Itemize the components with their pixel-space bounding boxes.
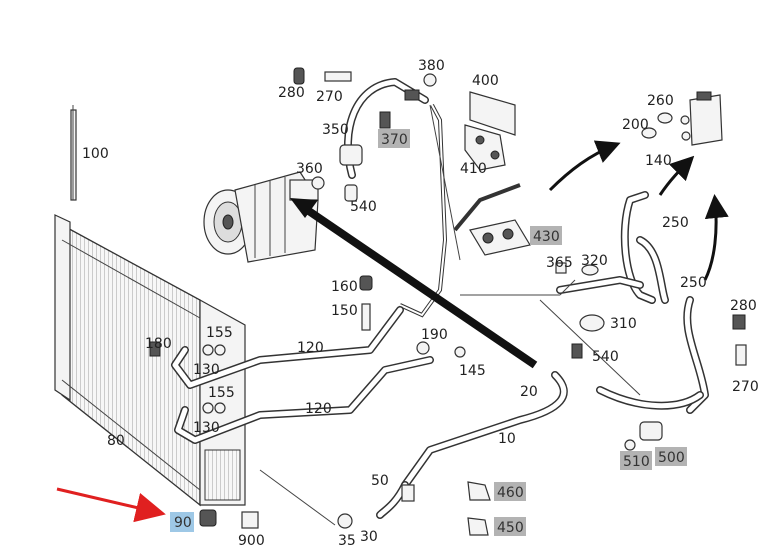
expansion-valve	[641, 91, 723, 146]
label-410: 410	[460, 161, 487, 177]
part-labels: 380 400 280 270 100 350 370 410 360 540 …	[82, 58, 759, 547]
label-50: 50	[371, 473, 389, 489]
label-180: 180	[145, 336, 172, 352]
label-270-top: 270	[316, 89, 343, 105]
rod-part	[70, 105, 77, 201]
label-130-lower: 130	[193, 420, 220, 436]
label-510: 510	[623, 454, 650, 470]
label-150: 150	[331, 303, 358, 319]
label-120-upper: 120	[297, 340, 324, 356]
highlight-box-500	[655, 447, 687, 466]
label-140: 140	[645, 153, 672, 169]
label-100: 100	[82, 146, 109, 162]
label-160: 160	[331, 279, 358, 295]
label-90: 90	[174, 515, 192, 531]
label-280-right: 280	[730, 298, 757, 314]
label-155-upper: 155	[206, 325, 233, 341]
highlight-box-90	[170, 512, 194, 532]
label-10: 10	[498, 431, 516, 447]
block-430	[469, 219, 531, 256]
condenser	[54, 214, 246, 507]
highlight-box-460	[494, 482, 526, 501]
label-360: 360	[296, 161, 323, 177]
label-365: 365	[546, 255, 573, 271]
label-900: 900	[238, 533, 265, 547]
suction-hose-350	[339, 78, 429, 179]
label-370: 370	[381, 132, 408, 148]
label-400: 400	[472, 73, 499, 89]
compressor	[203, 171, 325, 263]
label-380: 380	[418, 58, 445, 74]
label-190: 190	[421, 327, 448, 343]
highlight-box-370	[378, 129, 410, 148]
label-270-right: 270	[732, 379, 759, 395]
label-500: 500	[658, 450, 685, 466]
label-280-top: 280	[278, 85, 305, 101]
label-250-right: 250	[680, 275, 707, 291]
label-430: 430	[533, 229, 560, 245]
red-pointer-arrow	[56, 487, 166, 523]
label-155-lower: 155	[208, 385, 235, 401]
small-parts	[149, 67, 747, 536]
highlight-box-430	[530, 226, 562, 245]
label-540-mid: 540	[592, 349, 619, 365]
label-200: 200	[622, 117, 649, 133]
label-130-upper: 130	[193, 362, 220, 378]
label-460: 460	[497, 485, 524, 501]
label-260: 260	[647, 93, 674, 109]
label-540-top: 540	[350, 199, 377, 215]
label-30: 30	[360, 529, 378, 545]
highlight-box-510	[620, 451, 652, 470]
label-145: 145	[459, 363, 486, 379]
flow-arrows	[290, 140, 729, 369]
pipe-120-upper	[171, 306, 404, 389]
leader-lines	[259, 104, 641, 526]
label-320: 320	[581, 253, 608, 269]
evaporator-hoses-250	[620, 191, 709, 414]
label-120-lower: 120	[305, 401, 332, 417]
highlight-box-450	[494, 517, 526, 536]
pipe-120-lower	[174, 356, 434, 444]
label-310: 310	[610, 316, 637, 332]
label-20: 20	[520, 384, 538, 400]
suction-line-main	[376, 276, 704, 519]
bracket-400	[464, 91, 516, 171]
label-350: 350	[322, 122, 349, 138]
label-80: 80	[107, 433, 125, 449]
label-450: 450	[497, 520, 524, 536]
label-250-top: 250	[662, 215, 689, 231]
pressure-line	[399, 104, 521, 318]
label-35: 35	[338, 533, 356, 547]
